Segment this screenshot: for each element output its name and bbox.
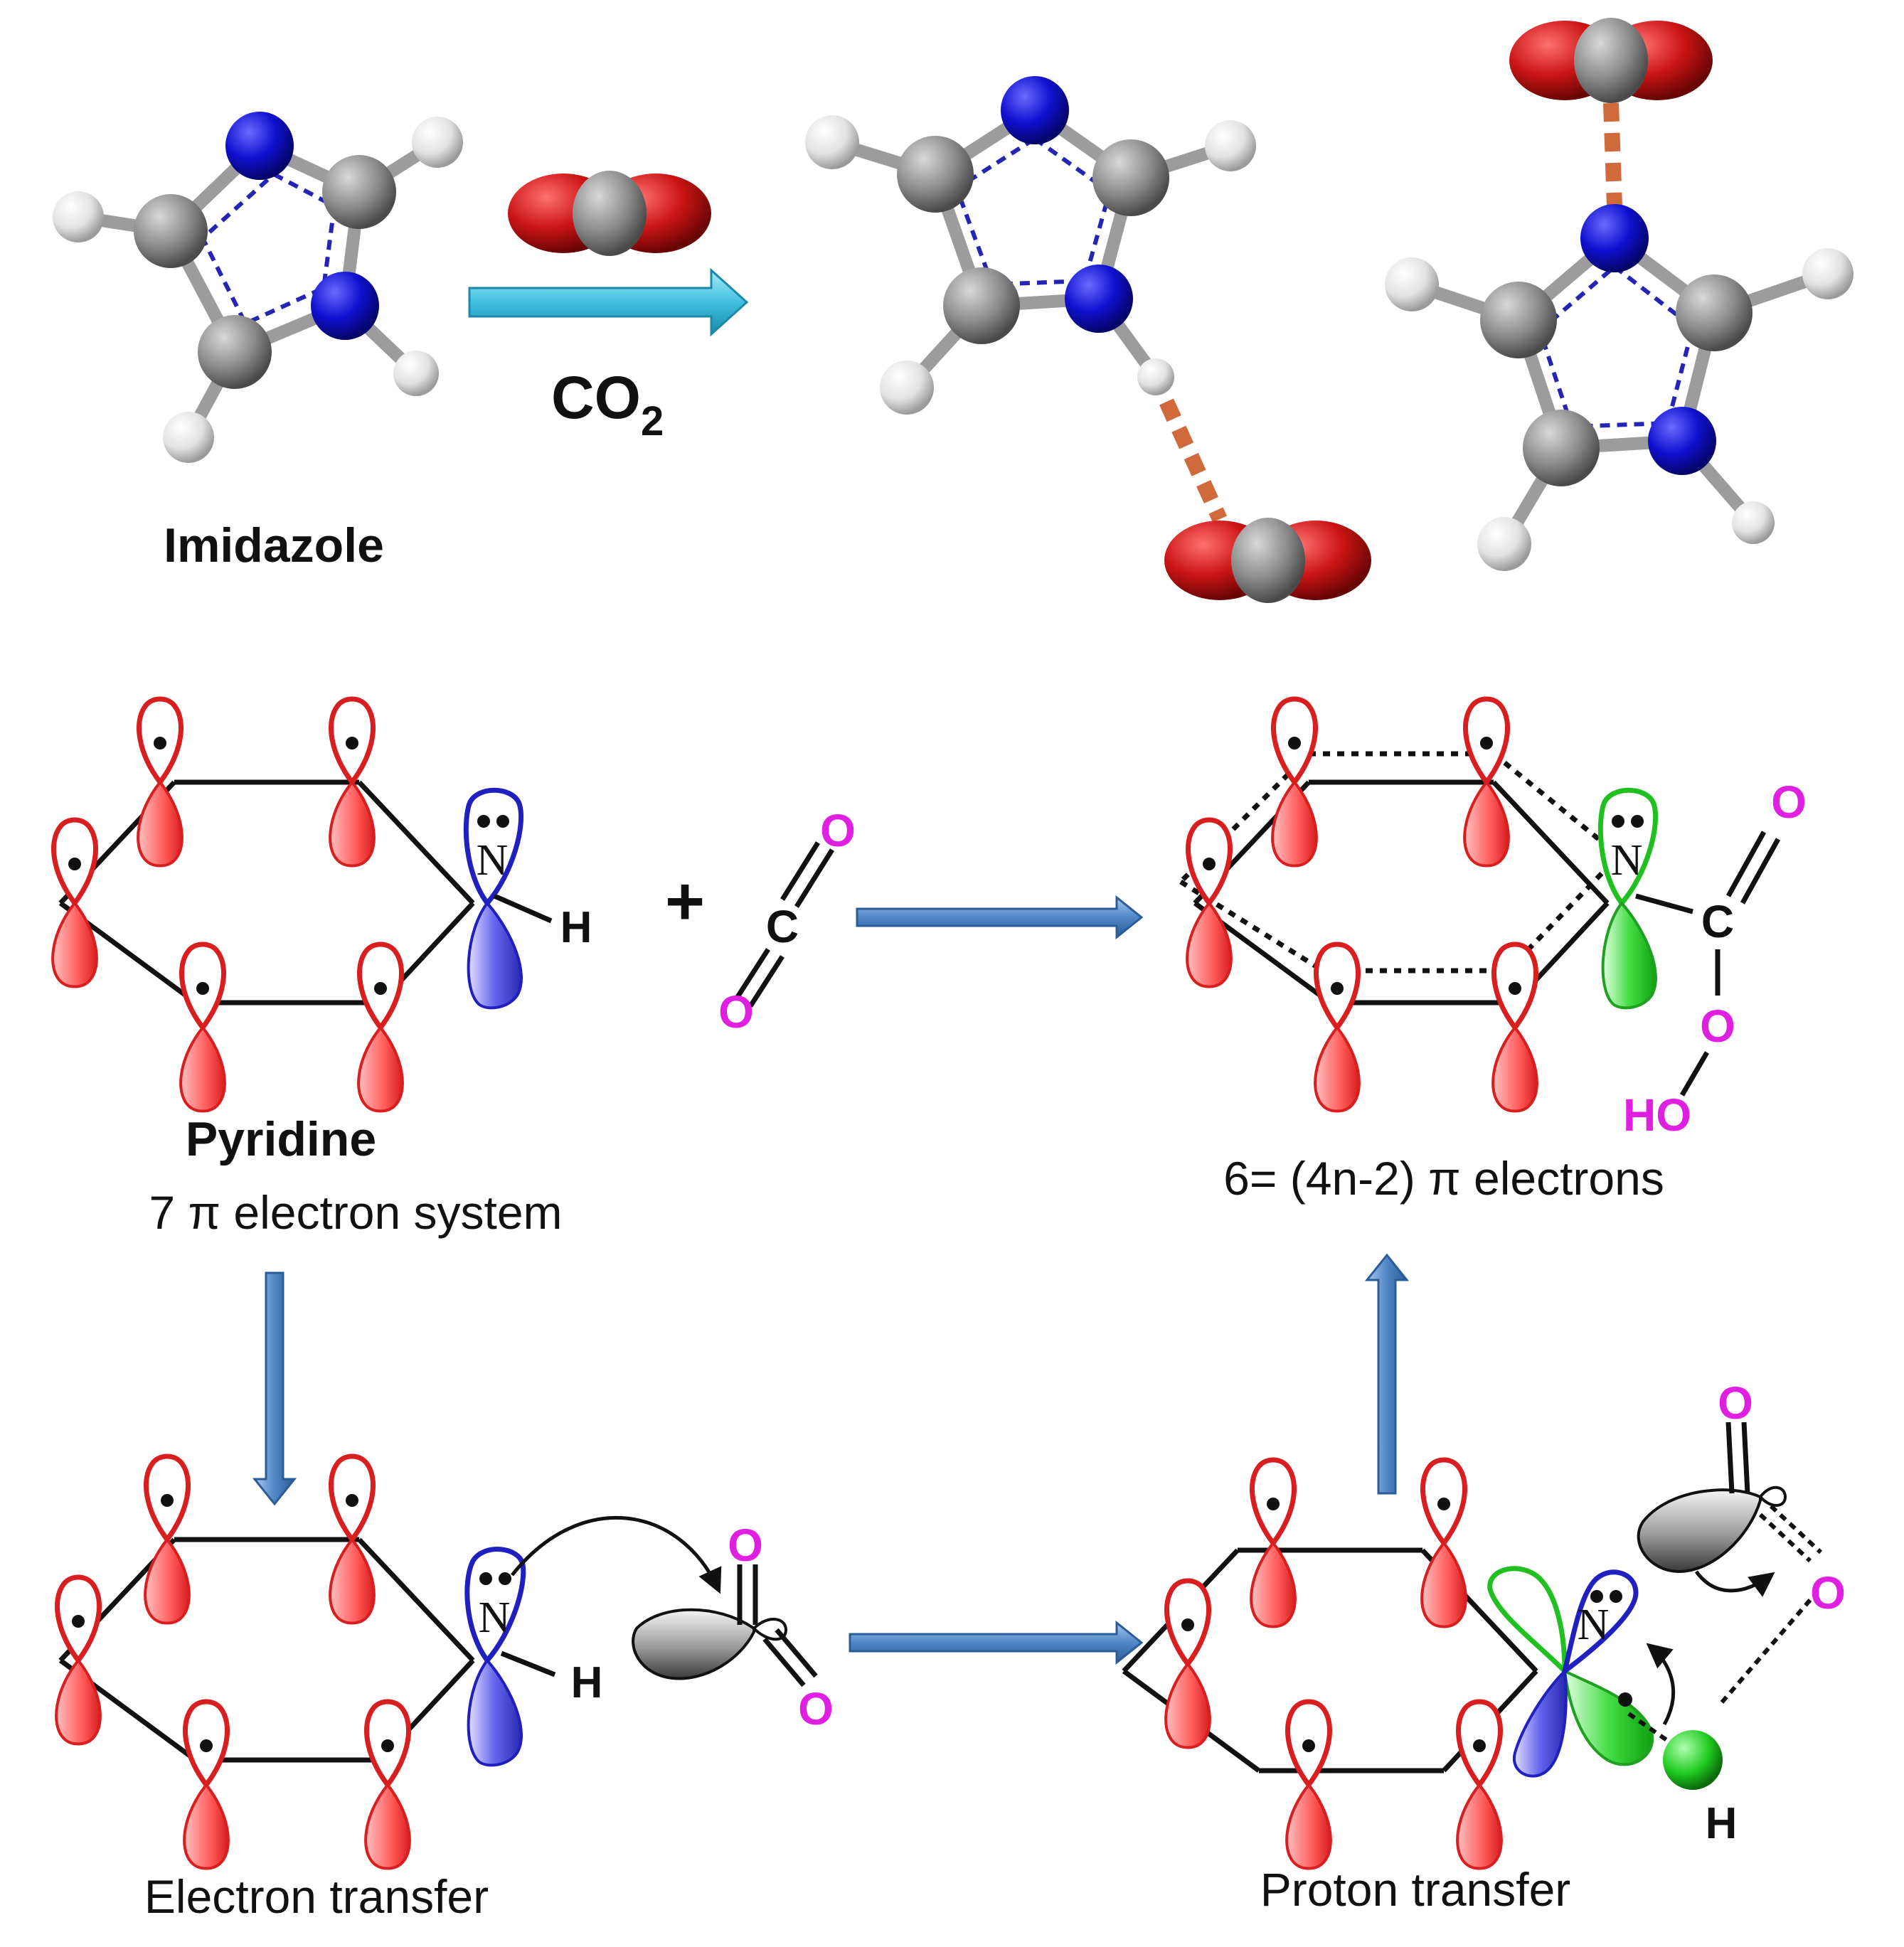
co2-radical-proton-transfer: O O [1637,1377,1846,1705]
co2-oxygen-top: O [820,805,856,856]
product-oxygen-carbonyl: O [1771,777,1807,828]
et-n-atom: N [479,1594,511,1642]
product-description: 6= (4n-2) π electrons [1223,1152,1664,1205]
pyridine-h-atom: H [560,903,592,952]
co2-formula-main: CO [551,364,641,431]
pyridine-label: Pyridine [186,1112,376,1166]
imidazole-co2-adduct-nh [805,76,1371,603]
pt-h-atom: H [1706,1799,1738,1848]
proton-transfer-label: Proton transfer [1260,1863,1571,1916]
pyridine-description: 7 π electron system [149,1186,562,1239]
proton-transfer-diagram: N H [1124,1460,1737,1869]
imidazole-co2-adduct-n [1385,18,1854,571]
pt-oxygen-top: O [1718,1377,1753,1429]
electron-transfer-label: Electron transfer [144,1870,489,1923]
co2-radical-electron-transfer: O O [632,1520,834,1734]
product-n-atom: N [1611,836,1643,885]
product-carbon: C [1701,896,1734,947]
co2-line-structure: C O O [718,805,856,1037]
electron-transfer-diagram: N H [56,1456,722,1869]
pyridine-n-atom: N [477,836,509,885]
et-oxygen-top: O [728,1520,763,1571]
aromatic-product-diagram: N C O O HO [1179,699,1807,1141]
arrow-to-proton-transfer [849,1620,1144,1665]
co2-molecule-top [508,171,711,256]
pt-n-atom: N [1578,1601,1610,1649]
co2-carbon: C [766,901,799,952]
imidazole-label: Imidazole [164,518,384,572]
et-oxygen-bottom: O [798,1683,834,1734]
co2-formula-subscript: 2 [641,398,664,444]
plus-sign: + [665,863,705,939]
reaction-arrow-cyan [468,267,749,337]
arrow-down-left [252,1271,297,1506]
arrow-up-right [1364,1253,1410,1495]
pyridine-orbital-diagram: N H [53,699,592,1111]
product-oxygen-ether: O [1700,1001,1735,1052]
et-h-atom: H [571,1658,603,1707]
arrow-to-product [856,895,1144,940]
imidazole-molecule [53,112,463,463]
pt-oxygen-right: O [1810,1567,1846,1618]
co2-oxygen-bottom: O [718,986,754,1037]
co2-formula: CO2 [551,364,664,444]
product-hydroxyl: HO [1623,1089,1691,1141]
